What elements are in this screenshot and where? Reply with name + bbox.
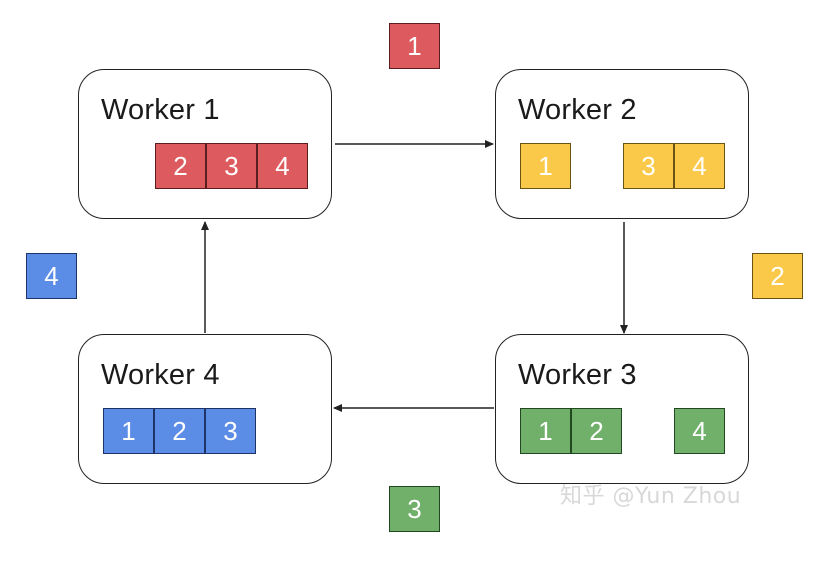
worker-3-chunk: 2 xyxy=(571,408,622,454)
worker-3-chunk: 4 xyxy=(674,408,725,454)
worker-2-title: Worker 2 xyxy=(518,94,637,126)
transfer-chunk-bottom: 3 xyxy=(389,486,440,532)
worker-4-title: Worker 4 xyxy=(101,359,220,391)
worker-4-chunk: 2 xyxy=(154,408,205,454)
worker-3-box: Worker 3 1 2 4 xyxy=(495,334,749,484)
worker-1-chunk: 3 xyxy=(206,143,257,189)
worker-2-chunk: 1 xyxy=(520,143,571,189)
worker-3-title: Worker 3 xyxy=(518,359,637,391)
worker-2-box: Worker 2 1 3 4 xyxy=(495,69,749,219)
worker-2-chunk: 3 xyxy=(623,143,674,189)
worker-4-chunk: 3 xyxy=(205,408,256,454)
worker-4-box: Worker 4 1 2 3 xyxy=(78,334,332,484)
worker-2-chunk: 4 xyxy=(674,143,725,189)
worker-1-box: Worker 1 2 3 4 xyxy=(78,69,332,219)
worker-3-chunk: 1 xyxy=(520,408,571,454)
transfer-chunk-right: 2 xyxy=(752,253,803,299)
worker-4-chunk: 1 xyxy=(103,408,154,454)
worker-1-chunk: 2 xyxy=(155,143,206,189)
worker-1-chunk: 4 xyxy=(257,143,308,189)
transfer-chunk-left: 4 xyxy=(26,253,77,299)
transfer-chunk-top: 1 xyxy=(389,23,440,69)
worker-1-title: Worker 1 xyxy=(101,94,220,126)
watermark-text: 知乎 @Yun Zhou xyxy=(560,484,742,509)
